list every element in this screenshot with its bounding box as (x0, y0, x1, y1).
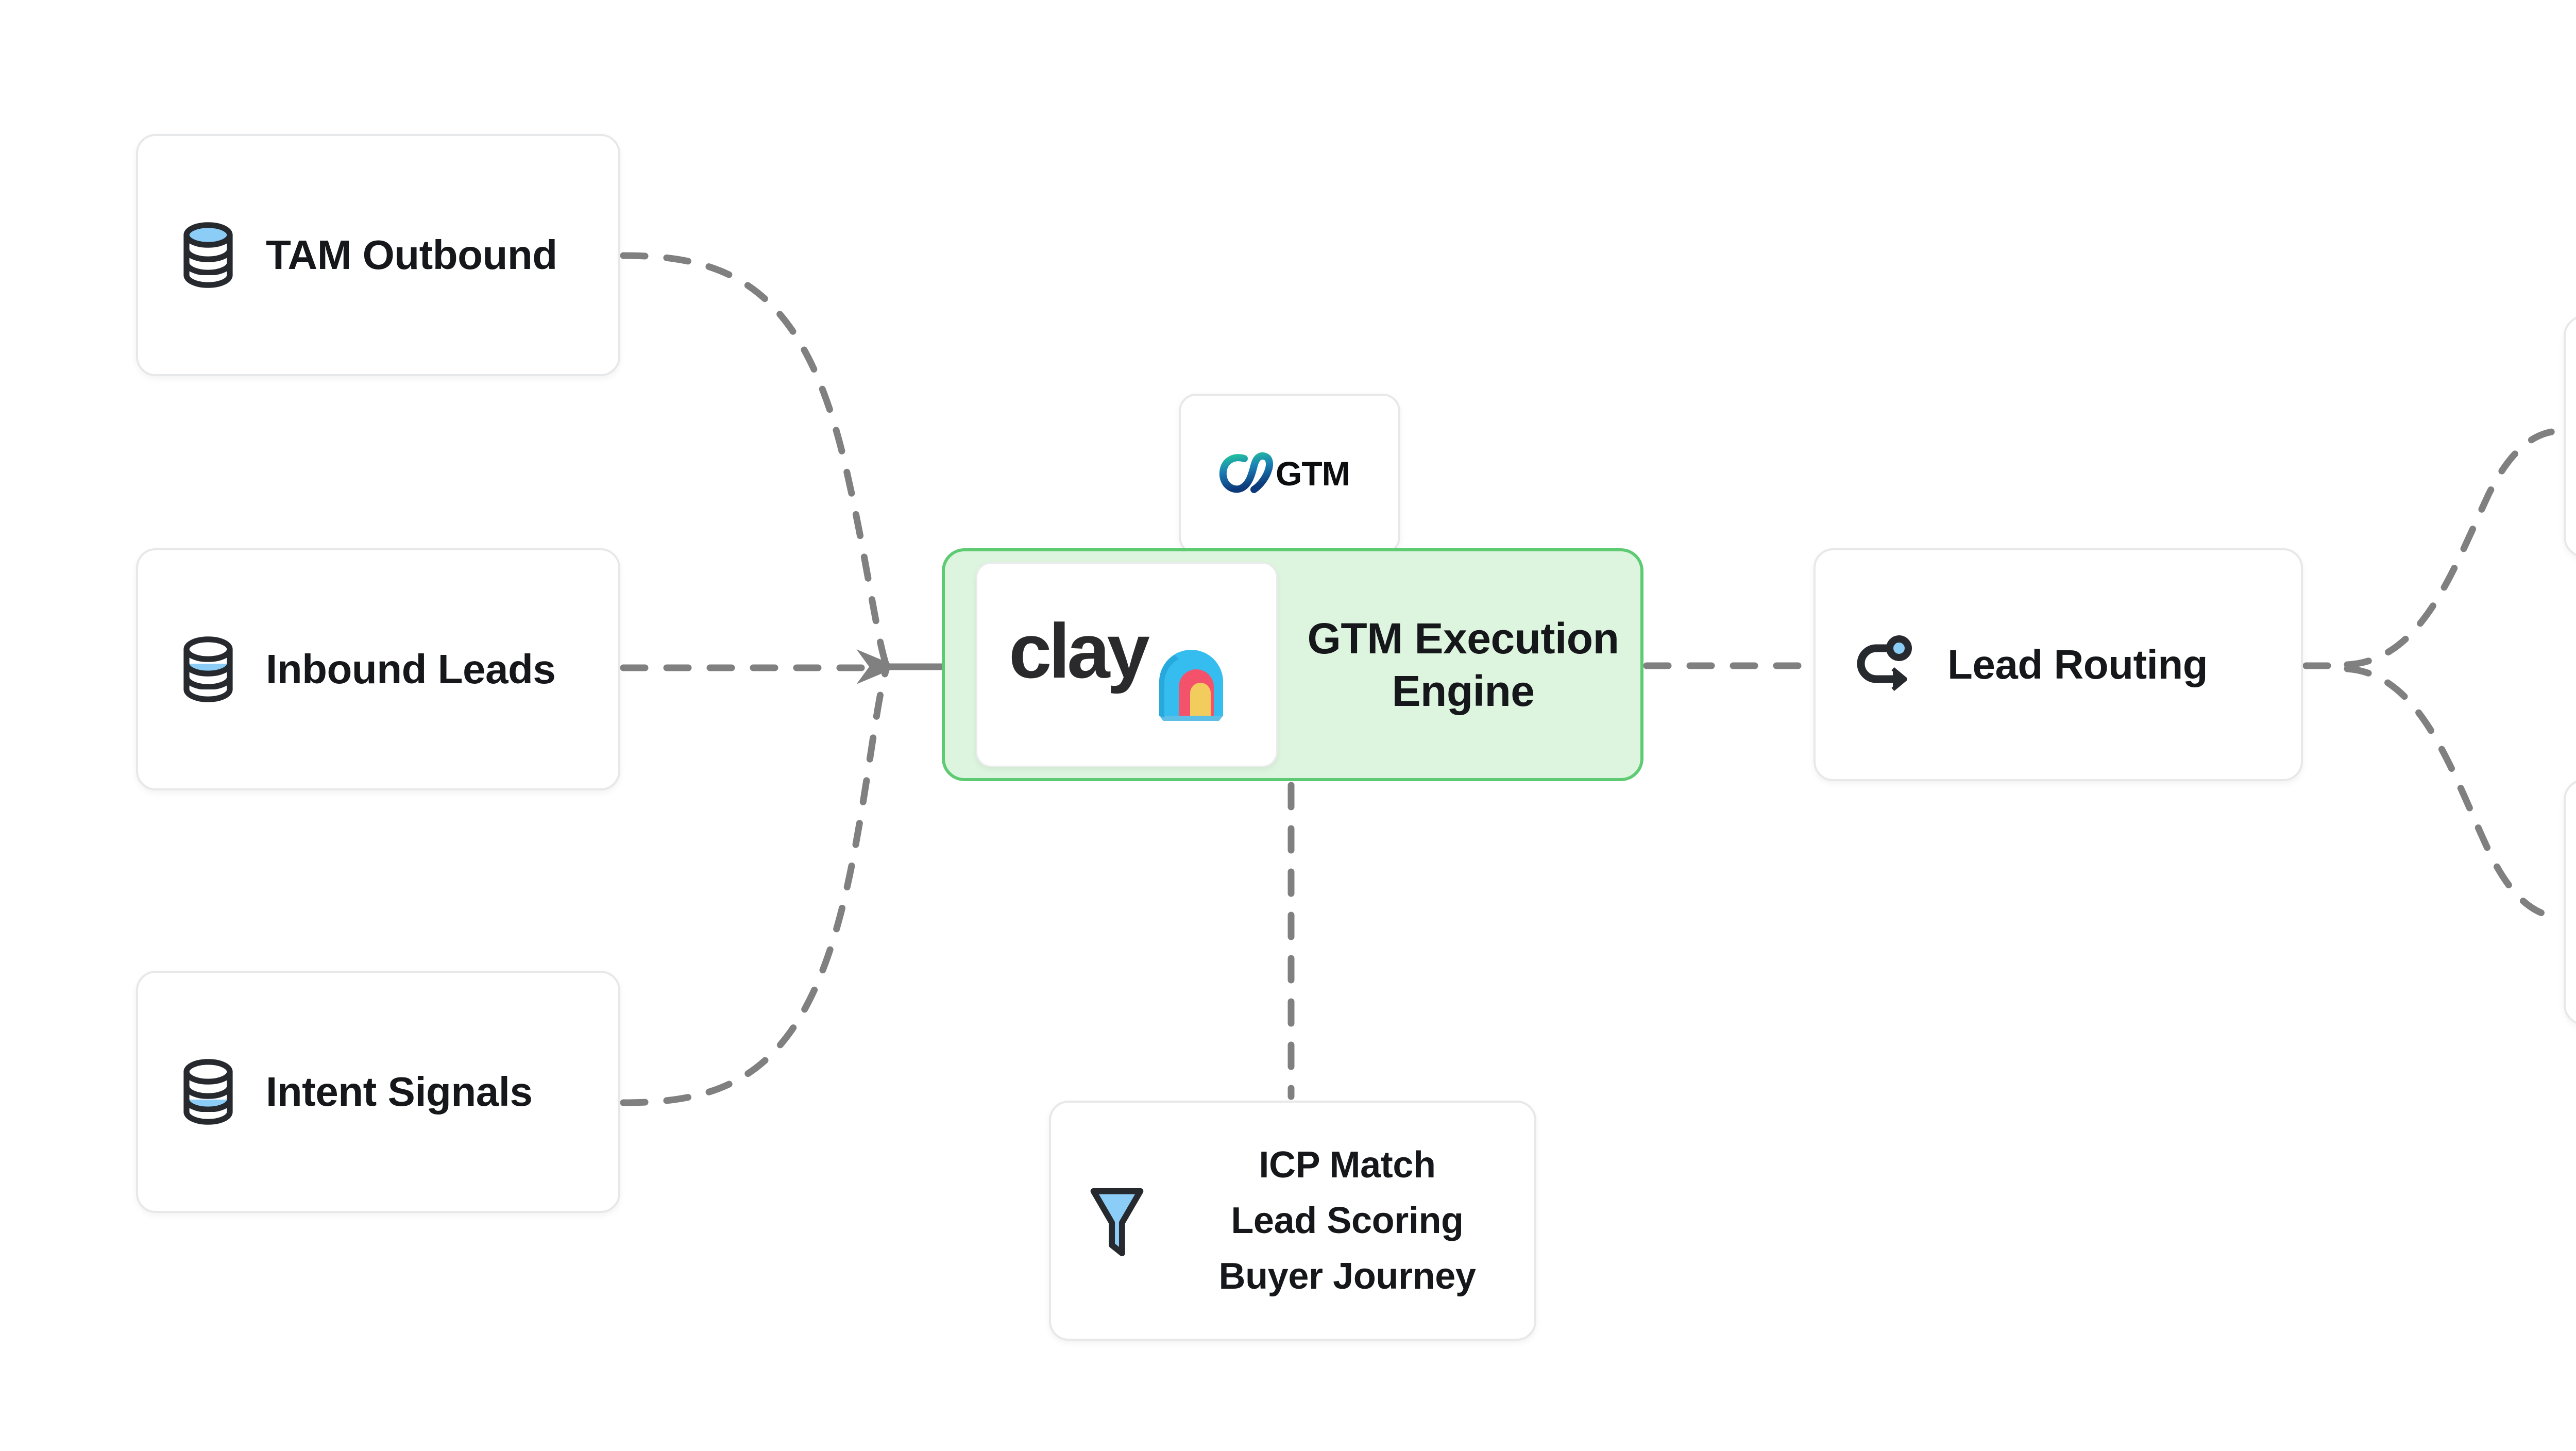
alphagtm-wordmark: GTM (1276, 454, 1350, 493)
database-icon (183, 636, 233, 702)
clay-logo: clay (1009, 608, 1223, 721)
alphagtm-logo: GTM (1219, 452, 1350, 493)
icp-line: Buyer Journey (1218, 1256, 1476, 1297)
node-label: Lead Routing (1947, 642, 2208, 688)
icp-line: Lead Scoring (1231, 1200, 1464, 1241)
clay-wordmark: clay (1009, 608, 1150, 694)
node-sales-reps[interactable]: Sales Reps HubSp t (2564, 779, 2576, 1025)
node-label: Intent Signals (266, 1069, 533, 1115)
edge-routing-to-sequencer (2344, 427, 2564, 668)
clay-logo-tile: clay (976, 562, 1278, 767)
icp-line: ICP Match (1259, 1144, 1436, 1186)
node-sequencer[interactable]: Sequencer Linked instantly (2564, 315, 2576, 558)
node-intent-signals[interactable]: Intent Signals (136, 971, 620, 1213)
routing-loop-icon (1857, 635, 1912, 691)
node-lead-routing[interactable]: Lead Routing (1814, 548, 2303, 781)
funnel-icon (1090, 1188, 1144, 1257)
node-alphagtm[interactable]: GTM (1179, 394, 1400, 554)
edge-intent-to-engine (620, 666, 890, 1106)
node-icp-match[interactable]: ICP Match Lead Scoring Buyer Journey (1049, 1101, 1536, 1341)
edge-tam-to-engine (620, 252, 890, 668)
node-label: TAM Outbound (266, 232, 557, 278)
database-icon (183, 1059, 233, 1125)
edge-routing-to-salesreps (2344, 665, 2564, 921)
node-inbound-leads[interactable]: Inbound Leads (136, 548, 620, 790)
node-label: Inbound Leads (266, 646, 556, 693)
clay-arch-icon (1159, 650, 1223, 721)
database-icon (183, 222, 233, 288)
icp-line-list: ICP Match Lead Scoring Buyer Journey (1170, 1144, 1525, 1297)
node-tam-outbound[interactable]: TAM Outbound (136, 134, 620, 376)
